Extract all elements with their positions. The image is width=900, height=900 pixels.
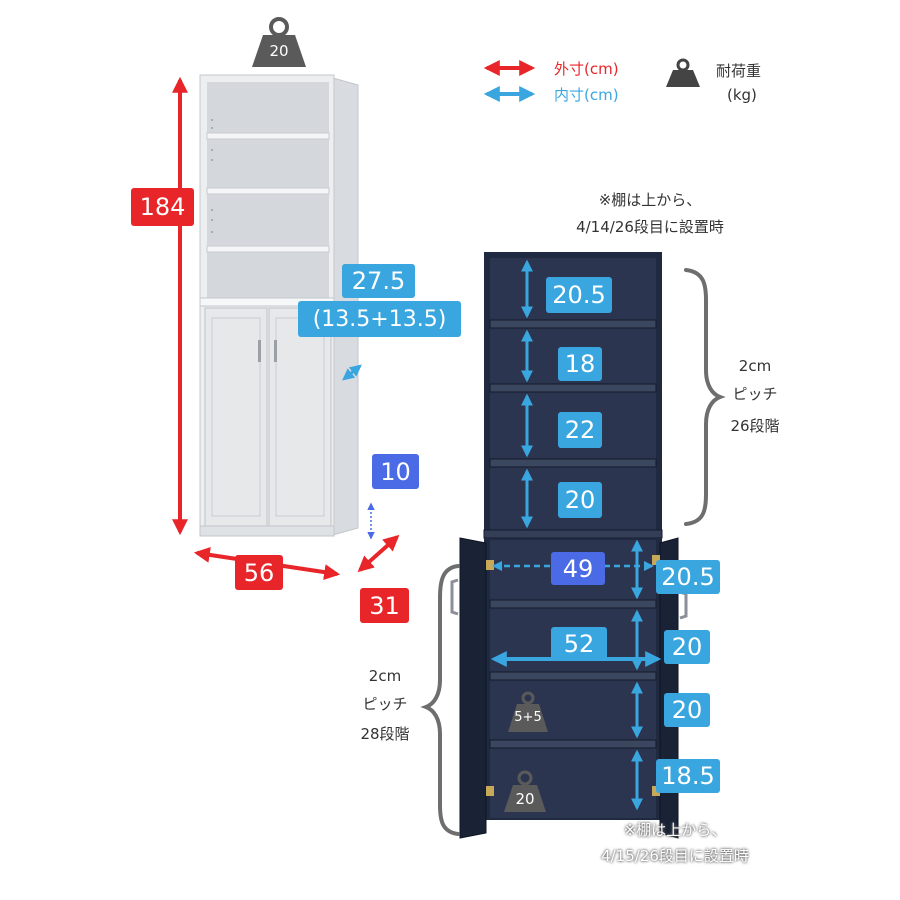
lower-note-line2: 4/15/26段目に設置時 xyxy=(601,847,749,865)
door-handle-right xyxy=(274,340,277,362)
lower-pitch-line1: 2cm xyxy=(368,667,402,685)
shelf-depth-arrow xyxy=(342,364,362,381)
width-label: 56 xyxy=(235,555,283,590)
lower-pitch-line2: ピッチ xyxy=(362,695,408,713)
upper-pitch-line3: 26段階 xyxy=(730,417,780,435)
upper-shelf-height-3: 22 xyxy=(558,412,602,448)
door-handle-left xyxy=(450,578,459,616)
upper-pitch-line2: ピッチ xyxy=(732,385,778,403)
door-load-value: 5+5 xyxy=(514,710,542,725)
legend-load-unit: (kg) xyxy=(727,86,757,104)
upper-pitch-line1: 2cm xyxy=(738,357,772,375)
shelf-depth-label: 27.5 xyxy=(342,264,415,298)
legend-inner-label: 内寸(cm) xyxy=(554,86,619,104)
lower-inner-width-label: 49 xyxy=(551,552,605,585)
legend-outer-label: 外寸(cm) xyxy=(554,60,619,78)
upper-note-line1: ※棚は上から、 xyxy=(598,191,702,209)
weight-icon xyxy=(508,691,548,732)
top-load-value: 20 xyxy=(269,42,289,60)
upper-shelf-height-4: 20 xyxy=(558,482,602,518)
upper-shelf-height-1: 20.5 xyxy=(546,277,612,313)
dark-cabinet xyxy=(450,252,688,839)
lower-shelf-height-1: 20.5 xyxy=(656,560,720,594)
depth-arrow xyxy=(357,534,400,573)
lower-shelf-height-3: 20 xyxy=(664,693,710,727)
lower-pitch-brace xyxy=(420,564,460,836)
plinth-label: 10 xyxy=(372,454,419,489)
upper-shelf-height-2: 18 xyxy=(558,347,602,381)
door-handle-right xyxy=(679,590,688,620)
lower-note-line1: ※棚は上から、 xyxy=(623,821,727,839)
weight-icon xyxy=(504,770,546,812)
lower-shelf-height-4: 18.5 xyxy=(656,759,720,793)
upper-note-line2: 4/14/26段目に設置時 xyxy=(576,218,724,236)
legend-weight-icon xyxy=(666,58,700,87)
depth-label: 31 xyxy=(360,588,409,623)
door-handle-left xyxy=(258,340,261,362)
legend-load-label: 耐荷重 xyxy=(716,62,762,80)
upper-pitch-brace xyxy=(684,268,726,526)
lower-pitch-line3: 28段階 xyxy=(360,725,410,743)
shelf-depth-breakdown: (13.5+13.5) xyxy=(298,301,461,337)
bottom-load-value: 20 xyxy=(515,790,535,808)
weight-icon xyxy=(252,17,306,67)
lower-width-label: 52 xyxy=(551,627,607,661)
height-label: 184 xyxy=(131,188,194,226)
lower-shelf-height-2: 20 xyxy=(664,630,710,664)
